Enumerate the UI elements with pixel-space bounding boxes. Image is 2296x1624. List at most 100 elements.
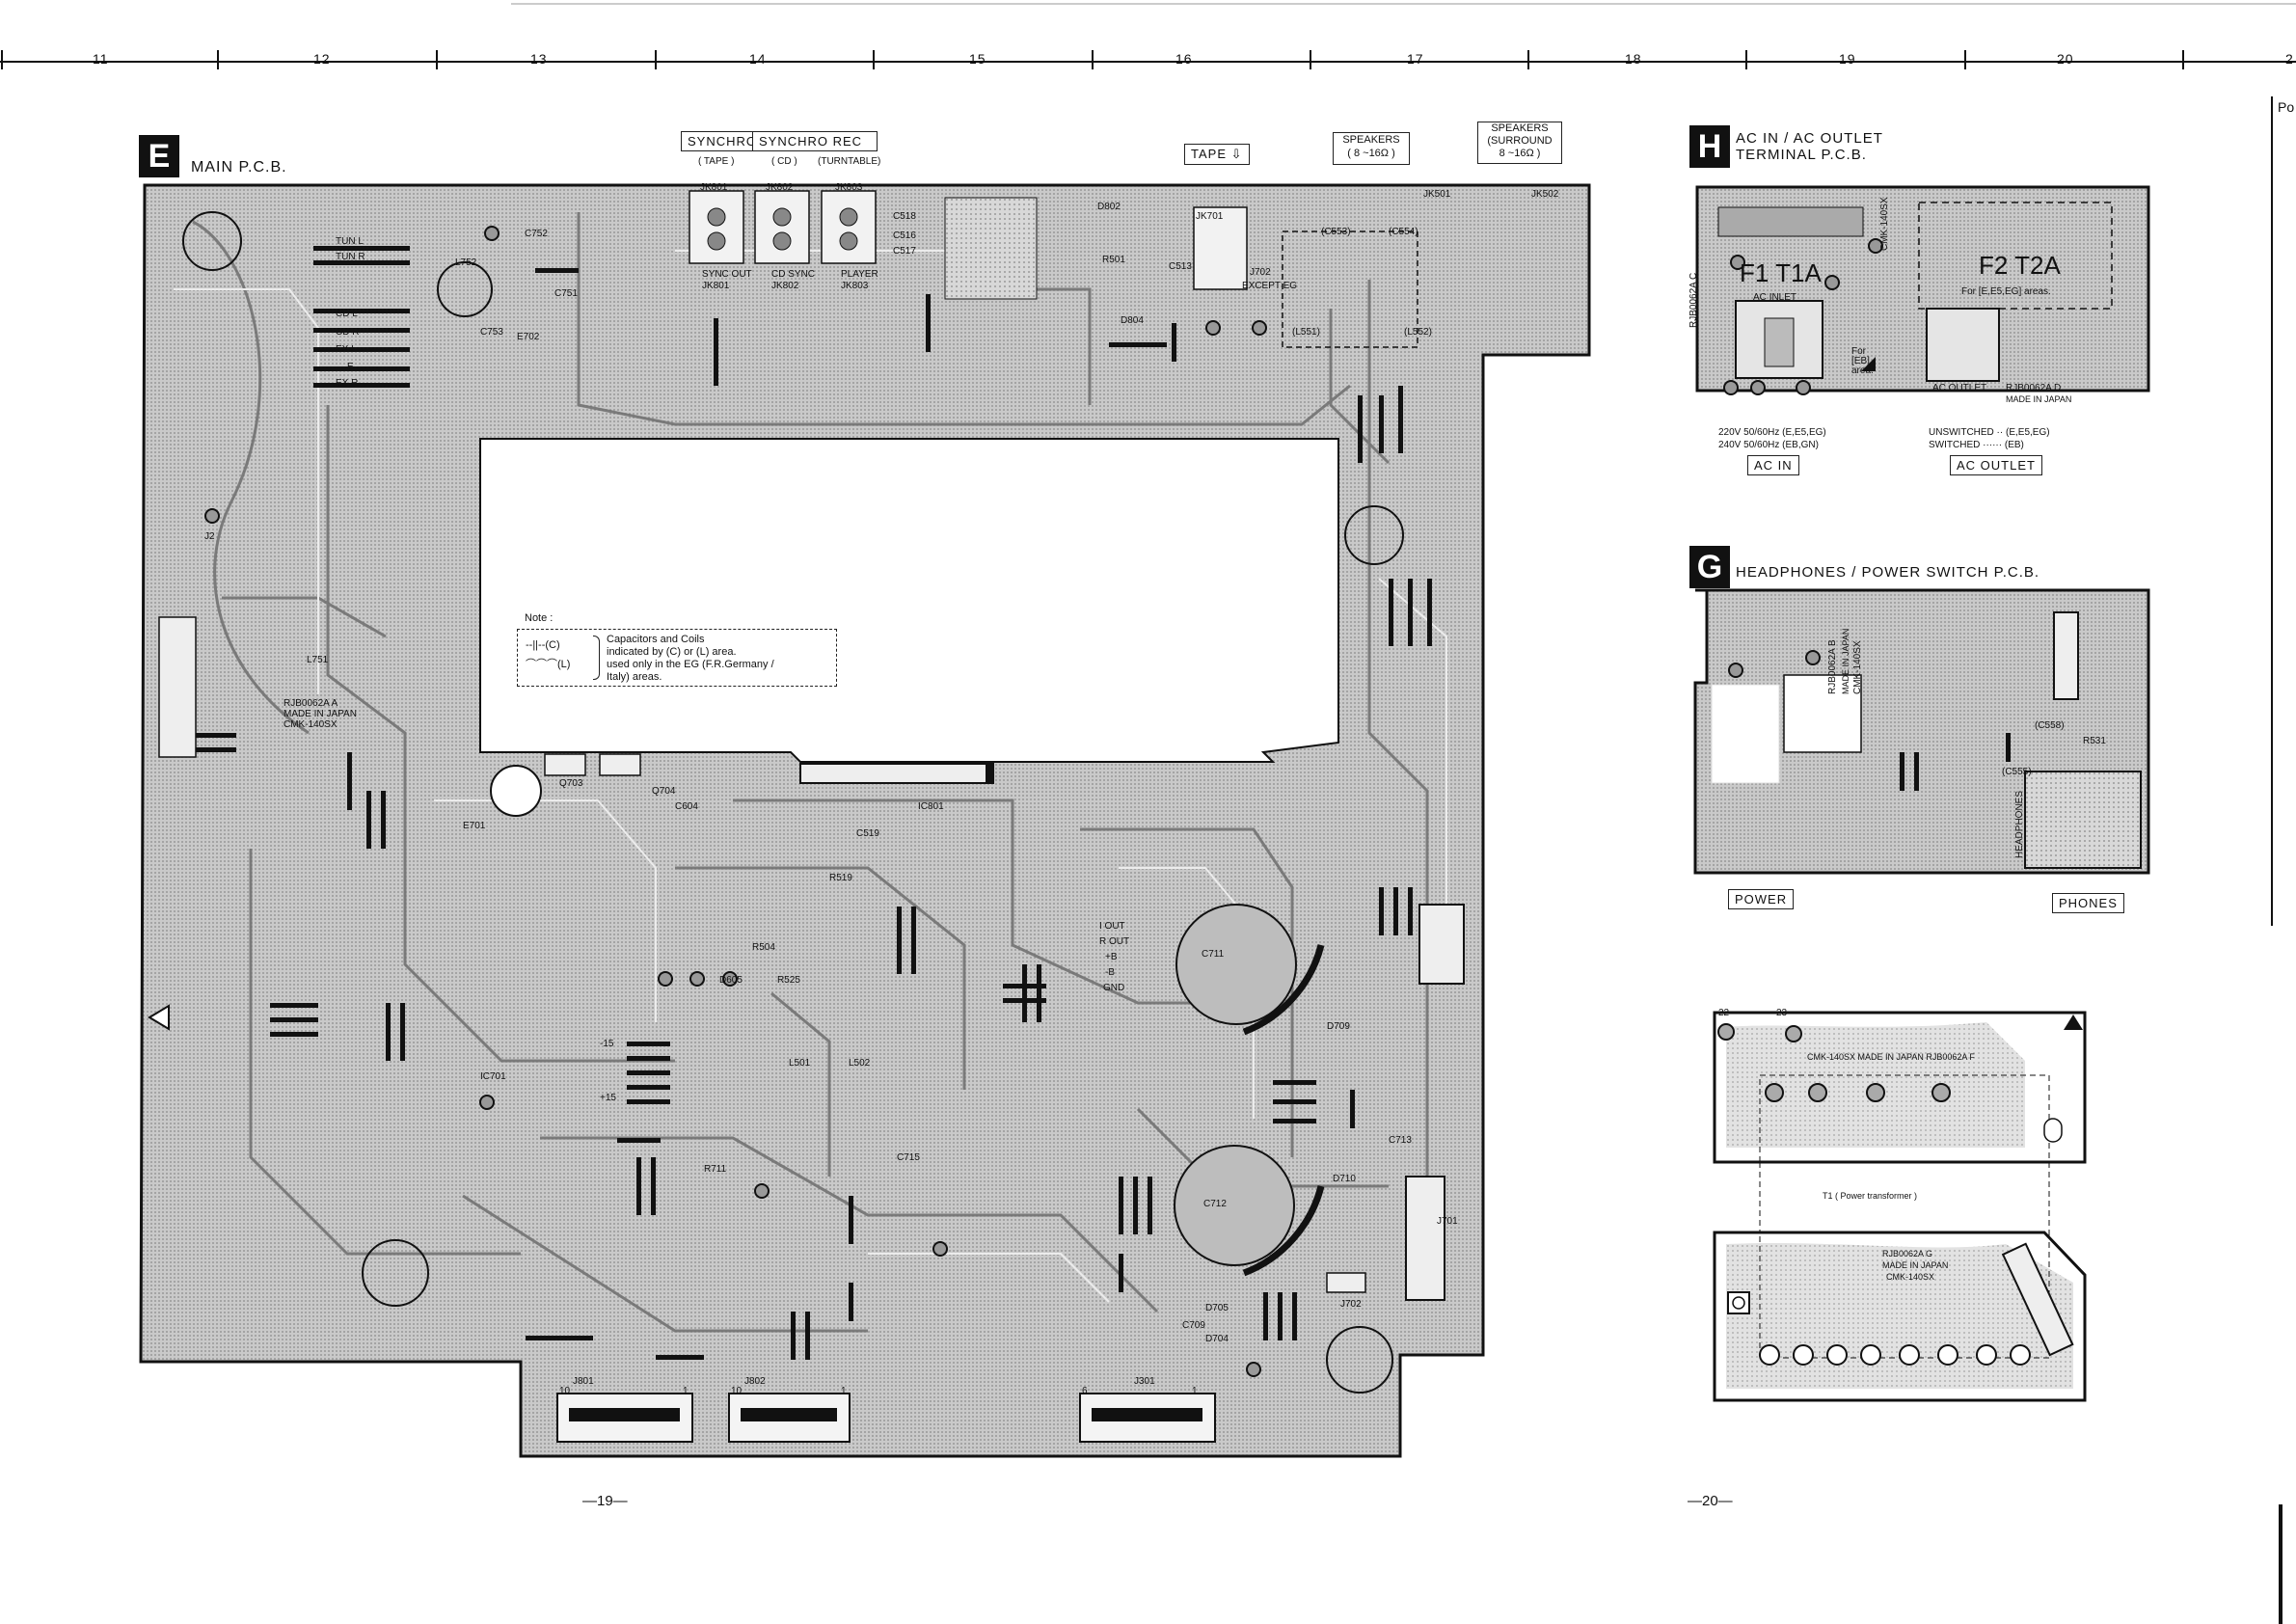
component-label: R OUT <box>1099 936 1130 947</box>
component-label: C518 <box>893 211 916 222</box>
component-label: R504 <box>752 942 775 953</box>
phones-box: PHONES <box>2052 893 2124 913</box>
pin-label: 10 <box>559 1386 571 1396</box>
component-label: R501 <box>1102 255 1125 265</box>
fuse-f1-label: F1 T1A <box>1740 258 1822 287</box>
component-label: -15 <box>600 1039 614 1049</box>
main-pcb-title: MAIN P.C.B. <box>191 159 287 176</box>
component-label: EX R <box>336 378 359 389</box>
jack-label: JK501 <box>1423 189 1451 200</box>
component-label: +15 <box>600 1093 616 1103</box>
spec-line: UNSWITCHED ·· (E,E5,EG) <box>1929 427 2050 438</box>
component-label: C751 <box>554 288 578 299</box>
pin-label: 1 <box>841 1386 847 1396</box>
transformer-label: T1 ( Power transformer ) <box>1823 1191 1918 1201</box>
component-label: D710 <box>1333 1174 1356 1184</box>
speakers-ohm: ( 8 ~16Ω ) <box>1347 148 1395 159</box>
component-label: D705 <box>1205 1303 1229 1313</box>
component-label: D804 <box>1121 315 1144 326</box>
component-label: D605 <box>719 975 743 986</box>
except-eg-label: EXCEPT EG <box>1242 281 1298 291</box>
surround-ohm: 8 ~16Ω ) <box>1499 148 1541 159</box>
component-label: C712 <box>1203 1199 1227 1209</box>
component-label: IC801 <box>918 801 944 812</box>
component-label: E702 <box>517 332 540 342</box>
note-line: Capacitors and Coils <box>607 634 705 645</box>
synchro-box: SYNCHRO <box>681 131 765 151</box>
note-line: Italy) areas. <box>607 671 662 683</box>
component-label: E <box>347 362 354 372</box>
column-number: 14 <box>749 51 767 67</box>
board-code: RJB0062A D <box>2006 383 2062 393</box>
component-label: J701 <box>1437 1216 1458 1227</box>
hp-pcb-title: HEADPHONES / POWER SWITCH P.C.B. <box>1736 564 2040 581</box>
component-label: C517 <box>893 246 916 257</box>
turntable-label: (TURNTABLE) <box>818 156 881 167</box>
ac-pcb-title: AC IN / AC OUTLET <box>1736 130 1883 147</box>
hp-pcb-letter: G <box>1689 546 1730 588</box>
component-label: C519 <box>856 828 879 839</box>
component-label: J702 <box>1250 267 1271 278</box>
transformer-board-text: CMK-140SX MADE IN JAPAN RJB0062A F <box>1807 1052 1975 1062</box>
surround-speakers-label: SPEAKERS <box>1491 122 1549 134</box>
connector-label: J801 <box>573 1376 594 1387</box>
made-in-japan: MADE IN JAPAN <box>2006 394 2072 404</box>
board-code: RJB0062A B <box>1827 639 1838 694</box>
speakers-box: SPEAKERS ( 8 ~16Ω ) <box>1333 132 1410 165</box>
pin-label: 1 <box>683 1386 689 1396</box>
component-label: L752 <box>455 257 477 268</box>
component-label: E701 <box>463 821 486 831</box>
cd-sync-label: CD SYNC <box>771 269 816 280</box>
page-number: —20— <box>1688 1493 1733 1509</box>
made-in-japan: MADE IN JAPAN <box>1882 1260 1949 1270</box>
component-label: -B <box>1105 967 1115 978</box>
speakers-label: SPEAKERS <box>1342 134 1400 146</box>
note-l-symbol: ⌒⌒⌒(L) <box>526 659 571 670</box>
component-label: D709 <box>1327 1021 1350 1032</box>
component-label: L501 <box>789 1058 811 1069</box>
note-line: used only in the EG (F.R.Germany / <box>607 659 774 670</box>
component-label: R519 <box>829 873 852 883</box>
component-label: L502 <box>849 1058 871 1069</box>
column-number: 20 <box>2057 51 2074 67</box>
headphones-label: HEADPHONES <box>2014 790 2025 858</box>
component-label: R711 <box>704 1164 727 1175</box>
jack-label: JK803 <box>841 281 869 291</box>
connector-label: J802 <box>744 1376 766 1387</box>
component-label: CMK-140SX <box>284 719 338 730</box>
spec-line: 220V 50/60Hz (E,E5,EG) <box>1718 427 1826 438</box>
note-line: indicated by (C) or (L) area. <box>607 646 737 658</box>
spec-line: SWITCHED ······ (EB) <box>1929 440 2024 450</box>
component-label: CD L <box>336 309 358 319</box>
fuse-f2-label: F2 T2A <box>1979 251 2061 280</box>
component-label: C711 <box>1202 949 1225 960</box>
note-c-symbol: --||--(C) <box>526 639 560 651</box>
column-number: 2 <box>2285 51 2294 67</box>
edge-text: Po <box>2278 99 2295 115</box>
note-title: Note : <box>525 612 554 624</box>
ac-in-box: AC IN <box>1747 455 1799 475</box>
component-label: C715 <box>897 1152 920 1163</box>
component-label: J2 <box>204 531 215 542</box>
component-label: C752 <box>525 229 548 239</box>
power-box: POWER <box>1728 889 1795 909</box>
component-label: C604 <box>675 801 698 812</box>
pin-label: 10 <box>731 1386 743 1396</box>
component-label: R525 <box>777 975 800 986</box>
component-label: (L551) <box>1292 327 1320 338</box>
board-code: RJB0062A C <box>1688 272 1699 328</box>
component-label: +B <box>1105 952 1118 962</box>
component-label: L751 <box>307 655 329 665</box>
component-label: J702 <box>1340 1299 1362 1310</box>
component-label: EX L <box>336 344 357 355</box>
component-label: RJB0062A A <box>284 698 338 709</box>
jack-label: JK802 <box>771 281 799 291</box>
jack-label: JK502 <box>1531 189 1559 200</box>
ac-outlet-box: AC OUTLET <box>1950 455 2042 475</box>
pin-label: 23 <box>1776 1008 1788 1018</box>
spec-line: 240V 50/60Hz (EB,GN) <box>1718 440 1819 450</box>
component-label: Q704 <box>652 786 676 797</box>
connector-label: J301 <box>1134 1376 1155 1387</box>
component-label: C513 <box>1169 261 1192 272</box>
